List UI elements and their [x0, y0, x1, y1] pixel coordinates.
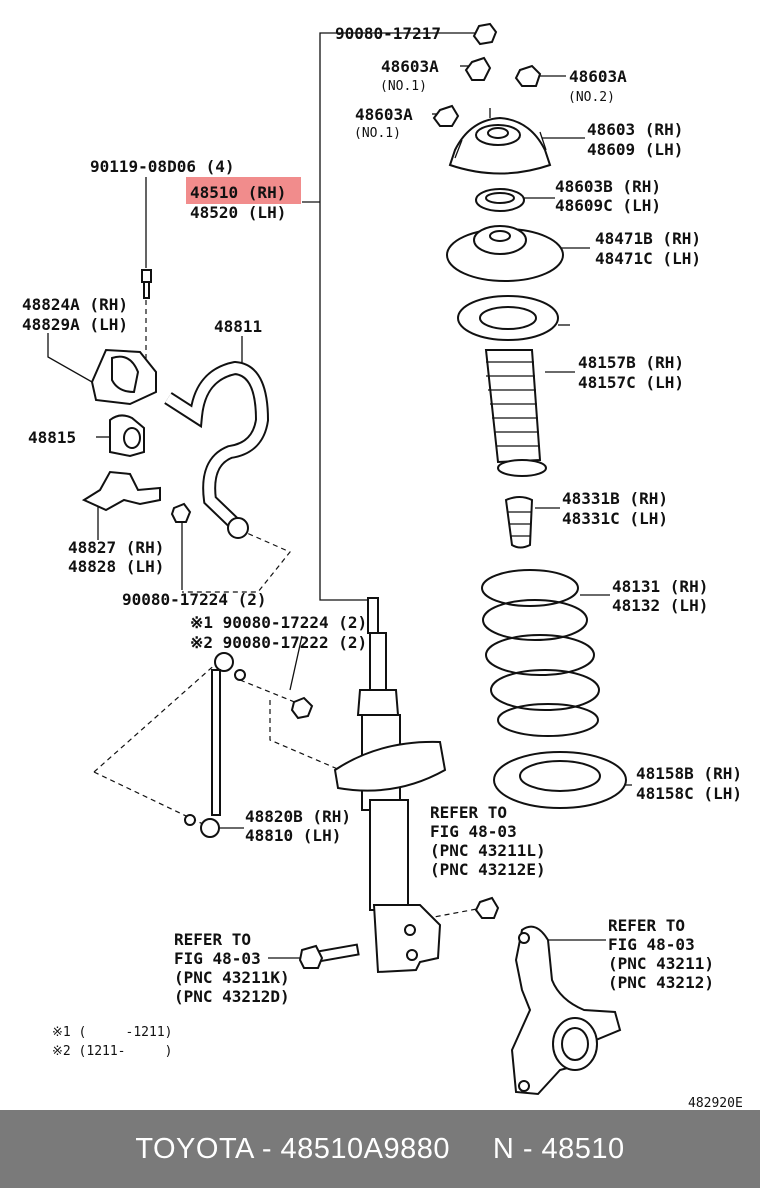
ref3-line3: (PNC 43211)	[608, 954, 714, 973]
label-48132-lh: 48132 (LH)	[612, 596, 708, 615]
nut-48603a-no1-b	[432, 104, 460, 127]
ref2-line1: REFER TO	[174, 930, 251, 949]
label-note2-part: ※2 90080-17222 (2)	[190, 633, 367, 652]
nut-strut-right	[474, 896, 500, 919]
legend-note1: ※1 ( -1211)	[52, 1025, 172, 1040]
ref1-line3: (PNC 43211L)	[430, 841, 546, 860]
label-90080-17224-2: 90080-17224 (2)	[122, 590, 267, 609]
upper-spring-seat-48471b	[446, 225, 564, 282]
label-48603-rh: 48603 (RH)	[587, 120, 683, 139]
top-nut-90080-17217	[472, 22, 498, 46]
bushing-48815	[109, 414, 145, 458]
ref1-line1: REFER TO	[430, 803, 507, 822]
label-48158c-lh: 48158C (LH)	[636, 784, 742, 803]
strut-mount-48603	[448, 108, 552, 175]
leader-lines	[47, 32, 632, 959]
label-no1-a: (NO.1)	[380, 79, 427, 94]
label-48603a-3: 48603A	[355, 105, 413, 124]
label-48820b-rh: 48820B (RH)	[245, 807, 351, 826]
bearing-48603b	[475, 188, 525, 212]
nut-link	[290, 696, 314, 720]
label-90080-17217: 90080-17217	[335, 24, 441, 43]
ref3-line1: REFER TO	[608, 916, 685, 935]
dashed-connections	[93, 300, 483, 921]
label-48510-rh: 48510 (RH)	[190, 183, 286, 202]
bolt-strut-left	[298, 943, 360, 969]
label-48810-lh: 48810 (LH)	[245, 826, 341, 845]
part-number-footer: TOYOTA - 48510A9880 N - 48510	[0, 1110, 760, 1188]
parts-diagram: 90080-17217 48603A (NO.1) 48603A (NO.2) …	[22, 22, 743, 1110]
label-note1-part: ※1 90080-17224 (2)	[190, 613, 367, 632]
ref3-line2: FIG 48-03	[608, 935, 695, 954]
dust-boot-48157b	[457, 295, 559, 477]
label-48158b-rh: 48158B (RH)	[636, 764, 742, 783]
highlight-48510	[186, 177, 301, 204]
nut-90080-17224	[170, 502, 192, 523]
label-48520-lh: 48520 (LH)	[190, 203, 286, 222]
label-48471b-rh: 48471B (RH)	[595, 229, 701, 248]
bolt-90119	[141, 269, 152, 299]
label-48824a-rh: 48824A (RH)	[22, 295, 128, 314]
nut-48603a-no2	[514, 64, 542, 87]
label-48827-rh: 48827 (RH)	[68, 538, 164, 557]
label-48157b-rh: 48157B (RH)	[578, 353, 684, 372]
legend-note2: ※2 (1211- )	[52, 1044, 172, 1059]
figure-id: 482920E	[688, 1096, 743, 1110]
label-48603b-rh: 48603B (RH)	[555, 177, 661, 196]
footer-text: TOYOTA - 48510A9880 N - 48510	[135, 1132, 625, 1165]
label-48157c-lh: 48157C (LH)	[578, 373, 684, 392]
label-90119: 90119-08D06 (4)	[90, 157, 235, 176]
label-48331b-rh: 48331B (RH)	[562, 489, 668, 508]
label-no2: (NO.2)	[568, 90, 615, 105]
label-48811: 48811	[214, 317, 262, 336]
label-48829a-lh: 48829A (LH)	[22, 315, 128, 334]
steering-knuckle	[510, 925, 622, 1096]
shock-absorber-48510	[333, 597, 447, 974]
lower-spring-seat-48158b	[493, 751, 627, 809]
stabilizer-link-48820b	[184, 652, 246, 838]
label-48828-lh: 48828 (LH)	[68, 557, 164, 576]
label-no1-b: (NO.1)	[354, 126, 401, 141]
nut-48603a-no1	[464, 56, 492, 81]
ref1-line4: (PNC 43212E)	[430, 860, 546, 879]
label-48603a-1: 48603A	[381, 57, 439, 76]
ref2-line4: (PNC 43212D)	[174, 987, 290, 1006]
label-48331c-lh: 48331C (LH)	[562, 509, 668, 528]
label-48609-lh: 48609 (LH)	[587, 140, 683, 159]
ref3-line4: (PNC 43212)	[608, 973, 714, 992]
bump-stop-48331b	[504, 496, 534, 549]
ref1-line2: FIG 48-03	[430, 822, 517, 841]
ref2-line2: FIG 48-03	[174, 949, 261, 968]
bracket-48824a	[90, 348, 157, 406]
bracket-48827	[81, 470, 161, 512]
coil-spring-48131	[481, 569, 600, 737]
label-48815: 48815	[28, 428, 76, 447]
stabilizer-bar-48811	[164, 360, 270, 539]
ref2-line3: (PNC 43211K)	[174, 968, 290, 987]
label-48603a-2: 48603A	[569, 67, 627, 86]
label-48131-rh: 48131 (RH)	[612, 577, 708, 596]
label-48471c-lh: 48471C (LH)	[595, 249, 701, 268]
label-48609c-lh: 48609C (LH)	[555, 196, 661, 215]
